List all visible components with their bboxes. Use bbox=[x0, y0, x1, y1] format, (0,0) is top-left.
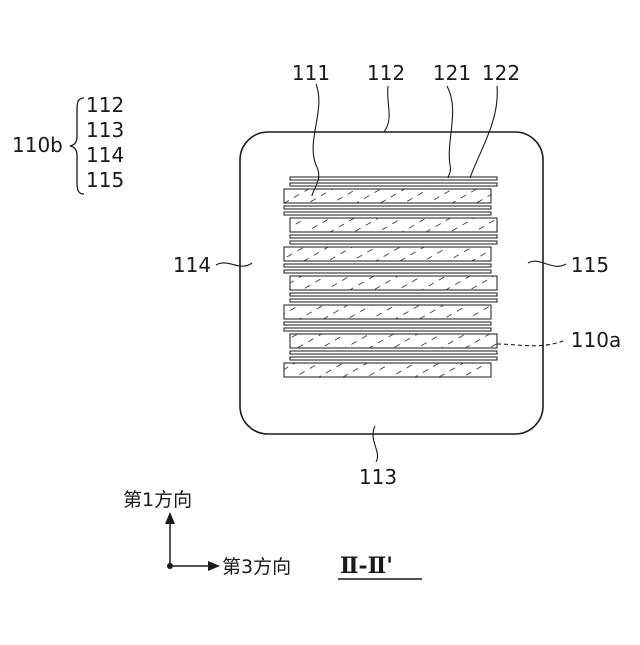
group-item-115: 115 bbox=[86, 168, 124, 192]
hatched-layer bbox=[290, 334, 497, 348]
group-brace bbox=[70, 98, 84, 194]
label-111: 111 bbox=[292, 61, 330, 85]
axis-origin bbox=[167, 563, 173, 569]
label-112: 112 bbox=[367, 61, 405, 85]
thin-layer bbox=[284, 322, 491, 325]
thin-layer bbox=[290, 299, 497, 302]
group-item-114: 114 bbox=[86, 143, 124, 167]
thin-layer bbox=[284, 264, 491, 267]
hatched-layer bbox=[284, 247, 491, 261]
label-110a: 110a bbox=[571, 328, 621, 352]
leader-110a bbox=[497, 340, 566, 346]
third-direction-label: 第3方向 bbox=[222, 556, 291, 578]
leader-112 bbox=[384, 86, 389, 132]
thin-layer bbox=[290, 351, 497, 354]
group-item-113: 113 bbox=[86, 118, 124, 142]
hatched-layer bbox=[284, 363, 491, 377]
thin-layer bbox=[284, 270, 491, 273]
thin-layer bbox=[290, 235, 497, 238]
hatched-layer bbox=[284, 305, 491, 319]
hatched-layer bbox=[284, 189, 491, 203]
arrow-up-icon bbox=[165, 512, 175, 524]
label-114: 114 bbox=[173, 253, 211, 277]
group-item-112: 112 bbox=[86, 93, 124, 117]
direction-axes bbox=[165, 512, 220, 571]
hatched-layer bbox=[290, 218, 497, 232]
label-122: 122 bbox=[482, 61, 520, 85]
thin-layer bbox=[290, 357, 497, 360]
thin-layer bbox=[284, 328, 491, 331]
leader-111 bbox=[312, 84, 319, 196]
leader-115 bbox=[528, 261, 566, 266]
inner-layered-region bbox=[284, 177, 497, 377]
section-label: Ⅱ-Ⅱ' bbox=[340, 553, 393, 579]
label-121: 121 bbox=[433, 61, 471, 85]
label-113: 113 bbox=[359, 465, 397, 489]
arrow-right-icon bbox=[208, 561, 220, 571]
thin-layer bbox=[284, 206, 491, 209]
first-direction-label: 第1方向 bbox=[123, 489, 192, 511]
group-label-110b: 110b bbox=[12, 133, 63, 157]
label-115: 115 bbox=[571, 253, 609, 277]
hatched-layer bbox=[290, 276, 497, 290]
thin-layer bbox=[290, 293, 497, 296]
thin-layer bbox=[284, 212, 491, 215]
leader-113 bbox=[373, 426, 378, 462]
thin-layer bbox=[290, 177, 497, 180]
thin-layer bbox=[290, 241, 497, 244]
leader-114 bbox=[216, 263, 252, 266]
thin-layer bbox=[290, 183, 497, 186]
